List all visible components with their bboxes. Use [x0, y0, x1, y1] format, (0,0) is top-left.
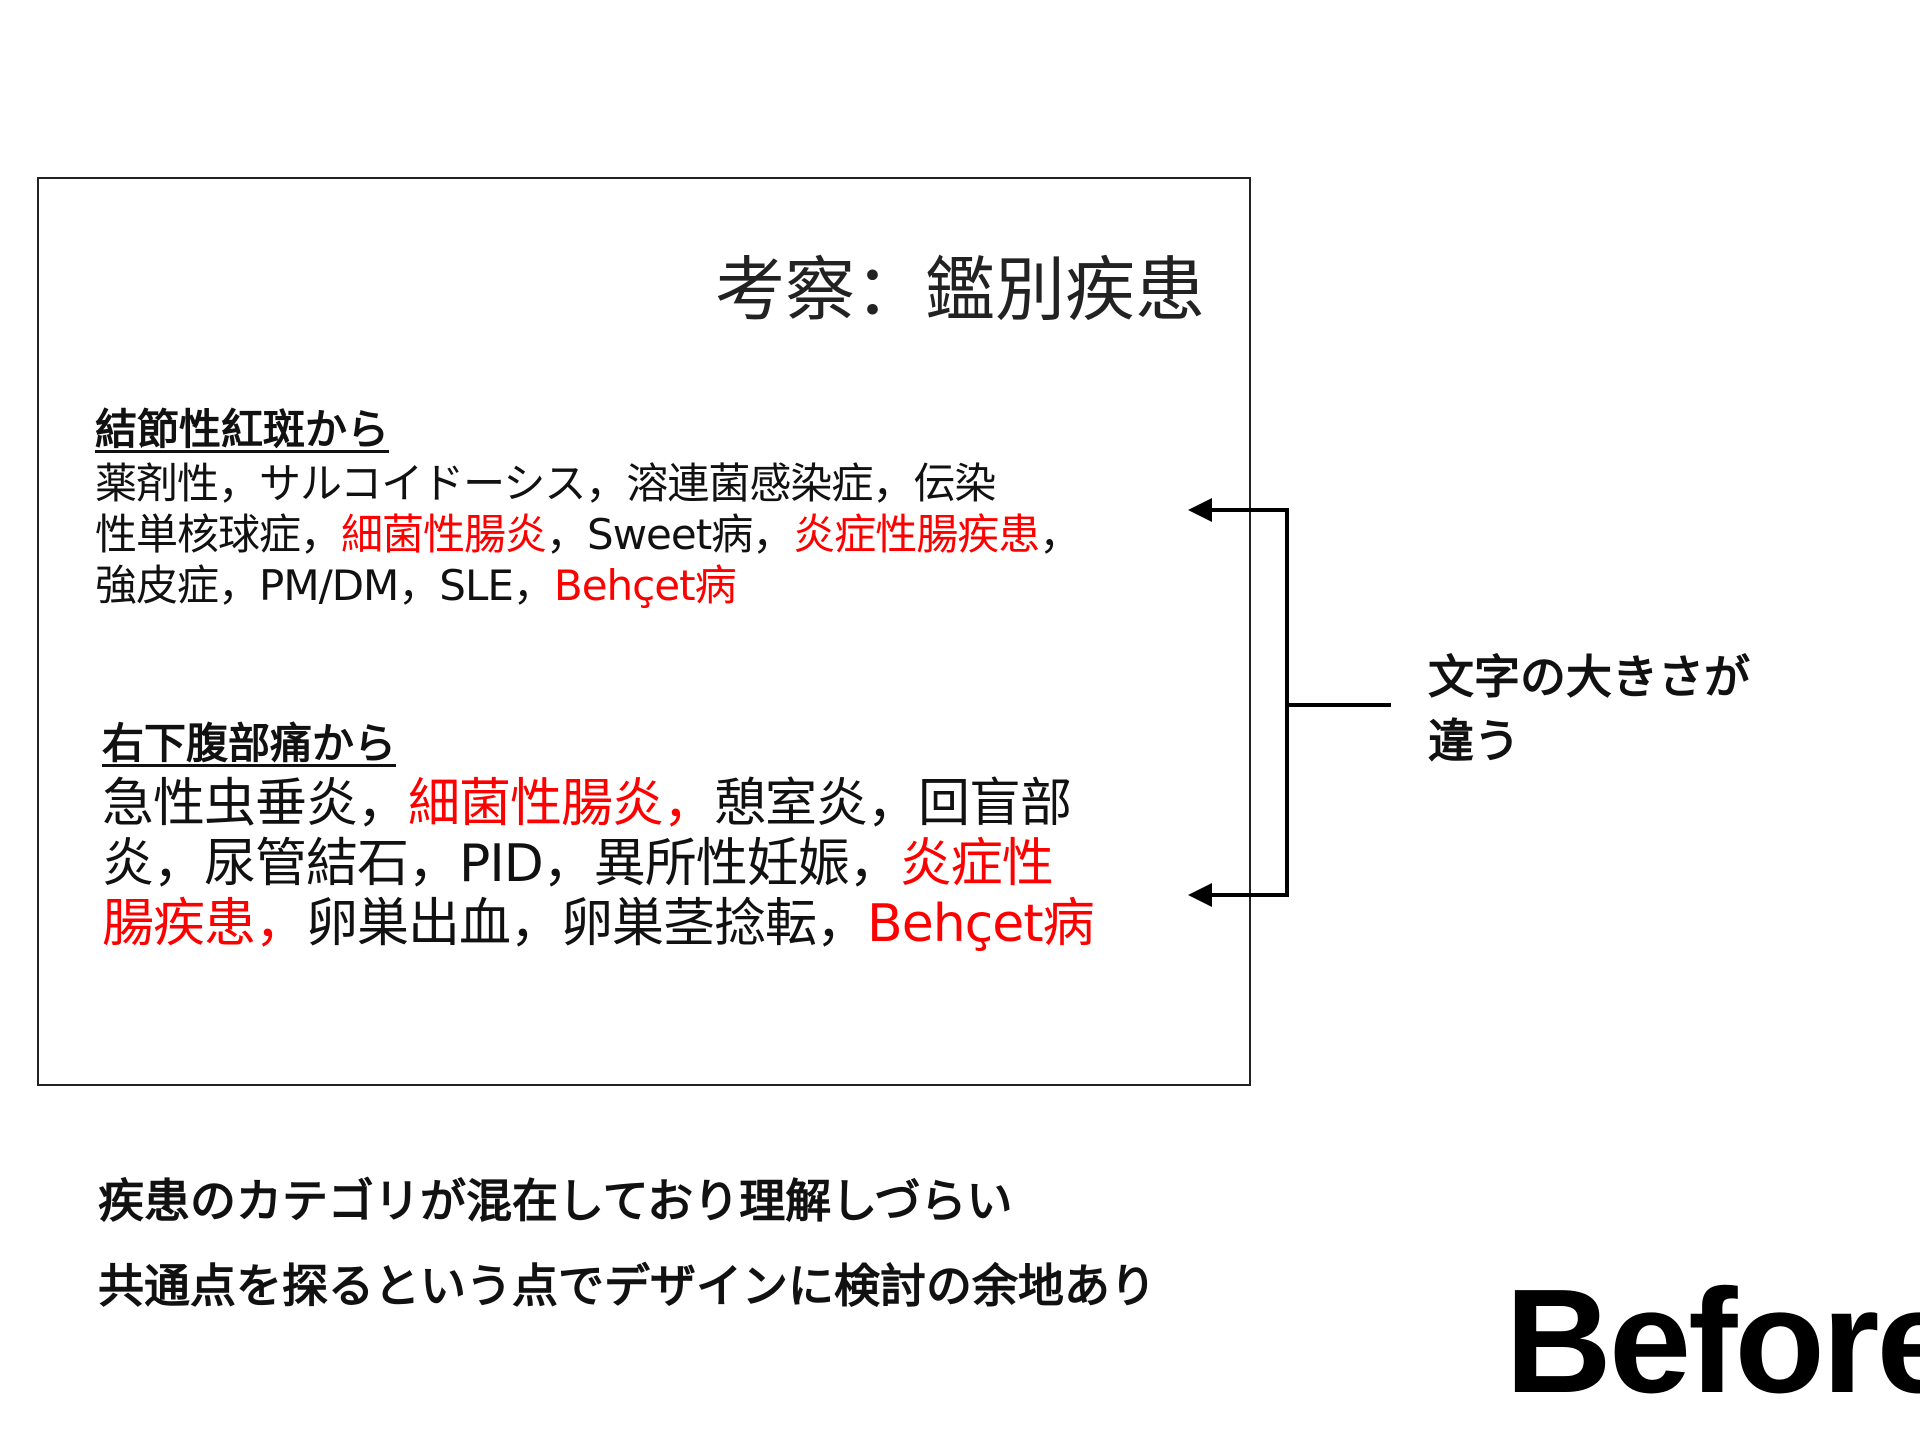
body-line: 急性虫垂炎，細菌性腸炎，憩室炎，回盲部 [102, 774, 1094, 834]
arrow-head-top-icon [1188, 498, 1212, 522]
annotation-line2: 違う [1428, 714, 1520, 768]
annotation-line1: 文字の大きさが [1428, 650, 1750, 704]
bracket-line [1200, 508, 1289, 897]
section2-heading: 右下腹部痛から [102, 719, 397, 768]
body-text: 強皮症，PM/DM，SLE， [95, 561, 555, 610]
comment-line2: 共通点を探るという点でデザインに検討の余地あり [98, 1259, 1156, 1313]
body-text: ， [1039, 510, 1081, 559]
body-text: 炎，尿管結石，PID，異所性妊娠， [102, 834, 901, 894]
body-text: 薬剤性，サルコイドーシス，溶連菌感染症，伝染 [95, 459, 996, 508]
highlighted-text: 炎症性腸疾患 [793, 510, 1040, 559]
body-line: 性単核球症，細菌性腸炎，Sweet病，炎症性腸疾患， [95, 509, 1081, 560]
body-text: 卵巣出血，卵巣茎捻転， [306, 894, 868, 954]
body-text: 性単核球症， [95, 510, 342, 559]
highlighted-text: 炎症性 [899, 834, 1054, 894]
highlighted-text: 細菌性腸炎， [408, 774, 715, 834]
comment-line1: 疾患のカテゴリが混在しており理解しづらい [98, 1174, 1013, 1228]
body-text: ，Sweet病， [546, 510, 794, 559]
slide-frame [37, 177, 1251, 1086]
body-line: 薬剤性，サルコイドーシス，溶連菌感染症，伝染 [95, 458, 1080, 509]
slide-title: 考察：鑑別疾患 [715, 249, 1205, 331]
before-label: Before [1505, 1259, 1920, 1424]
body-text: 急性虫垂炎， [102, 774, 409, 834]
body-line: 強皮症，PM/DM，SLE，Behçet病 [95, 560, 1080, 611]
section1-heading: 結節性紅斑から [95, 405, 390, 454]
body-line: 腸疾患，卵巣出血，卵巣茎捻転，Behçet病 [102, 894, 1095, 954]
annotation-text: 文字の大きさが 違う [1428, 645, 1750, 773]
body-line: 炎，尿管結石，PID，異所性妊娠，炎症性 [102, 834, 1094, 894]
arrow-head-bottom-icon [1188, 883, 1212, 907]
highlighted-text: 細菌性腸炎 [341, 510, 547, 559]
highlighted-text: Behçet病 [553, 561, 737, 610]
section2-body: 急性虫垂炎，細菌性腸炎，憩室炎，回盲部炎，尿管結石，PID，異所性妊娠，炎症性腸… [102, 774, 1095, 954]
body-text: 憩室炎，回盲部 [714, 774, 1072, 834]
section1-body: 薬剤性，サルコイドーシス，溶連菌感染症，伝染性単核球症，細菌性腸炎，Sweet病… [95, 458, 1081, 611]
highlighted-text: Behçet病 [867, 894, 1095, 954]
highlighted-text: 腸疾患， [102, 894, 307, 954]
